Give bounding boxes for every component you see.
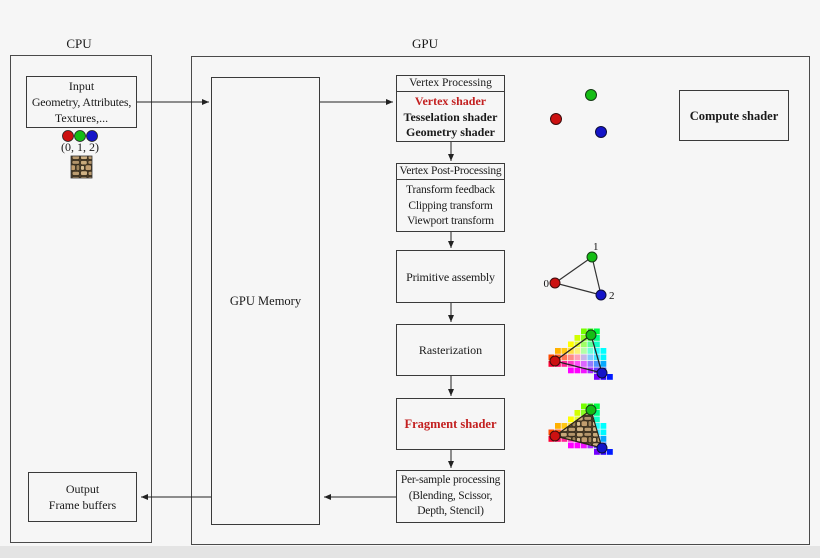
input-line3: Textures,... (54, 111, 109, 125)
gpu-memory-label: GPU Memory (229, 294, 302, 308)
fragment-shader-label: Fragment shader (404, 417, 497, 431)
vertex-post-processing-header: Vertex Post-Processing (397, 164, 504, 180)
vertex-ids-label: (0, 1, 2) (61, 140, 99, 154)
fragment-shader-box: Fragment shader (396, 398, 505, 450)
primitive-assembly-label: Primitive assembly (406, 269, 495, 284)
compute-shader-label: Compute shader (689, 108, 779, 123)
per-sample-line3: Depth, Stencil) (417, 505, 484, 518)
geometry-shader-item: Geometry shader (406, 125, 495, 139)
vertex-processing-header: Vertex Processing (397, 76, 504, 92)
input-box: Input Geometry, Attributes, Textures,... (26, 76, 137, 128)
vertex-shader-item: Vertex shader (414, 94, 487, 108)
viewport-transform-item: Viewport transform (407, 215, 494, 227)
tesselation-shader-item: Tesselation shader (403, 109, 498, 124)
output-line1: Output (65, 482, 100, 496)
output-box: Output Frame buffers (28, 472, 137, 522)
vertex-processing-box: Vertex Processing Vertex shader Tesselat… (396, 75, 505, 142)
compute-shader-box: Compute shader (679, 90, 789, 141)
primitive-assembly-box: Primitive assembly (396, 250, 505, 303)
gpu-region-label: GPU (411, 36, 438, 51)
gpu-memory-box: GPU Memory (211, 77, 320, 525)
output-line2: Frame buffers (48, 498, 117, 512)
input-line2: Geometry, Attributes, (31, 95, 132, 109)
transform-feedback-item: Transform feedback (406, 184, 495, 196)
clipping-transform-item: Clipping transform (408, 199, 493, 212)
vertex-post-processing-box: Vertex Post-Processing Transform feedbac… (396, 163, 505, 232)
cpu-region-box (10, 55, 152, 543)
rasterization-label: Rasterization (418, 343, 483, 357)
rasterization-box: Rasterization (396, 324, 505, 376)
per-sample-processing-box: Per-sample processing (Blending, Scissor… (396, 470, 505, 523)
input-title: Input (68, 79, 95, 93)
cpu-region-label: CPU (66, 36, 92, 51)
per-sample-line2: (Blending, Scissor, (408, 489, 493, 502)
bottom-strip (0, 546, 820, 558)
per-sample-line1: Per-sample processing (400, 474, 501, 487)
gpu-region-box (191, 56, 810, 545)
